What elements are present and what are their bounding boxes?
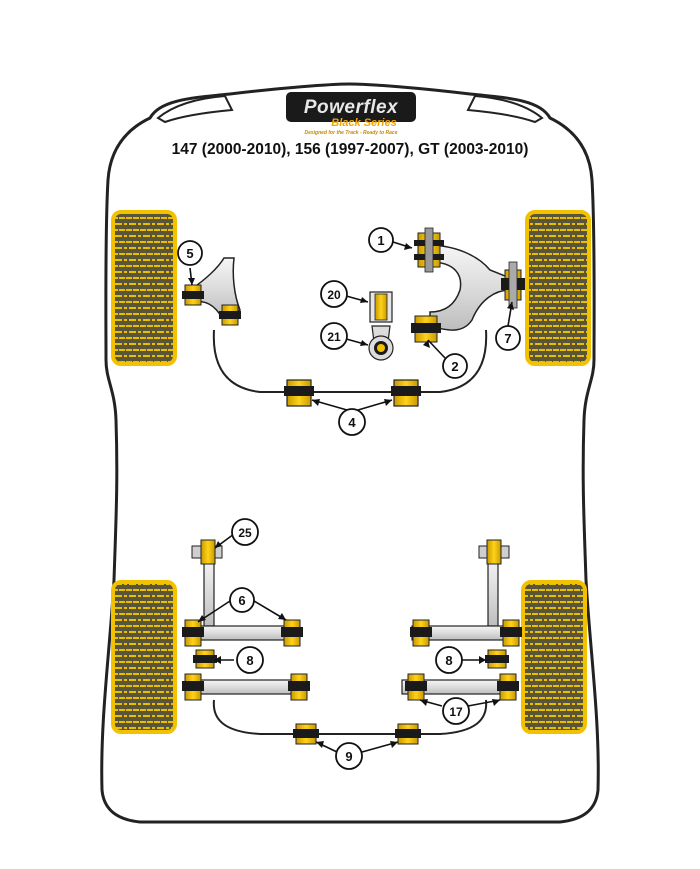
engine-mount-insert (369, 291, 393, 323)
rear-left-tyre (111, 580, 177, 734)
logo-series: Black Series (331, 117, 396, 129)
callout-2-label: 2 (451, 359, 458, 374)
front-right-tyre (525, 210, 591, 366)
rear-left-lower-arm (191, 679, 303, 695)
callout-6-label: 6 (238, 593, 245, 608)
logo-tagline: Designed for the Track - Ready to Race (305, 130, 398, 136)
rear-right-upper-arm-inner-bush (410, 619, 432, 647)
front-anti-roll-bar (212, 329, 488, 393)
rear-right-lower-arm-outer-bush (497, 673, 519, 701)
front-left-tyre (111, 210, 177, 366)
callout-9: 9 (335, 742, 363, 770)
front-arb-bush-right (391, 379, 421, 407)
page-title: 147 (2000-2010), 156 (1997-2007), GT (20… (172, 141, 529, 158)
callout-25-label: 25 (238, 526, 252, 540)
callout-2: 2 (442, 353, 468, 379)
callout-6: 6 (229, 587, 255, 613)
callout-5: 5 (177, 240, 203, 266)
callout-9-label: 9 (345, 749, 352, 764)
callout-5-label: 5 (186, 246, 193, 261)
rear-left-top-bush (191, 539, 223, 565)
front-left-lower-arm-bush-a (182, 284, 204, 306)
powerflex-logo: Powerflex Black Series Designed for the … (286, 92, 416, 136)
rear-left-small-bush (193, 649, 217, 669)
rear-left-upper-arm (191, 625, 293, 641)
rear-left-lower-arm-outer-bush (288, 673, 310, 701)
callout-4: 4 (338, 408, 366, 436)
rear-right-small-bush (485, 649, 509, 669)
callout-25: 25 (231, 518, 259, 546)
rear-left-upper-arm-inner-bush (182, 619, 204, 647)
front-left-lower-arm-bush-b (219, 304, 241, 326)
leader-arrowheads (188, 243, 514, 748)
rear-left-upper-arm-outer-bush (281, 619, 303, 647)
right-headlight (466, 94, 544, 124)
callout-8-right-label: 8 (445, 653, 452, 668)
logo-brand: Powerflex (304, 97, 399, 118)
rear-right-trailing-link (487, 555, 499, 627)
callout-1-label: 1 (377, 233, 384, 248)
rear-anti-roll-bar (212, 699, 488, 735)
callout-8-right: 8 (435, 646, 463, 674)
callout-8-left-label: 8 (246, 653, 253, 668)
front-arb-bush-left (284, 379, 314, 407)
front-right-lower-bush (411, 315, 441, 343)
left-headlight (156, 94, 234, 124)
callout-21: 21 (320, 322, 348, 350)
rear-right-tyre (521, 580, 587, 734)
rear-arb-bush-right (395, 723, 421, 745)
front-right-wishbone (429, 244, 511, 331)
dog-bone-mount (368, 325, 394, 361)
rear-right-top-bush (478, 539, 510, 565)
callout-21-label: 21 (327, 330, 341, 344)
callout-17-label: 17 (449, 705, 463, 719)
front-right-upper-bush (414, 227, 444, 273)
front-left-lower-arm (189, 257, 241, 319)
rear-arb-bush-left (293, 723, 319, 745)
callout-1: 1 (368, 227, 394, 253)
front-right-outer-bush (501, 261, 525, 309)
callout-7: 7 (495, 325, 521, 351)
rear-right-lower-arm-inner-bush (405, 673, 427, 701)
rear-left-lower-arm-inner-bush (182, 673, 204, 701)
callout-8-left: 8 (236, 646, 264, 674)
callout-7-label: 7 (504, 331, 511, 346)
callout-4-label: 4 (348, 415, 356, 430)
callout-20: 20 (320, 280, 348, 308)
callout-17: 17 (442, 697, 470, 725)
callout-20-label: 20 (327, 288, 341, 302)
rear-right-upper-arm-outer-bush (500, 619, 522, 647)
